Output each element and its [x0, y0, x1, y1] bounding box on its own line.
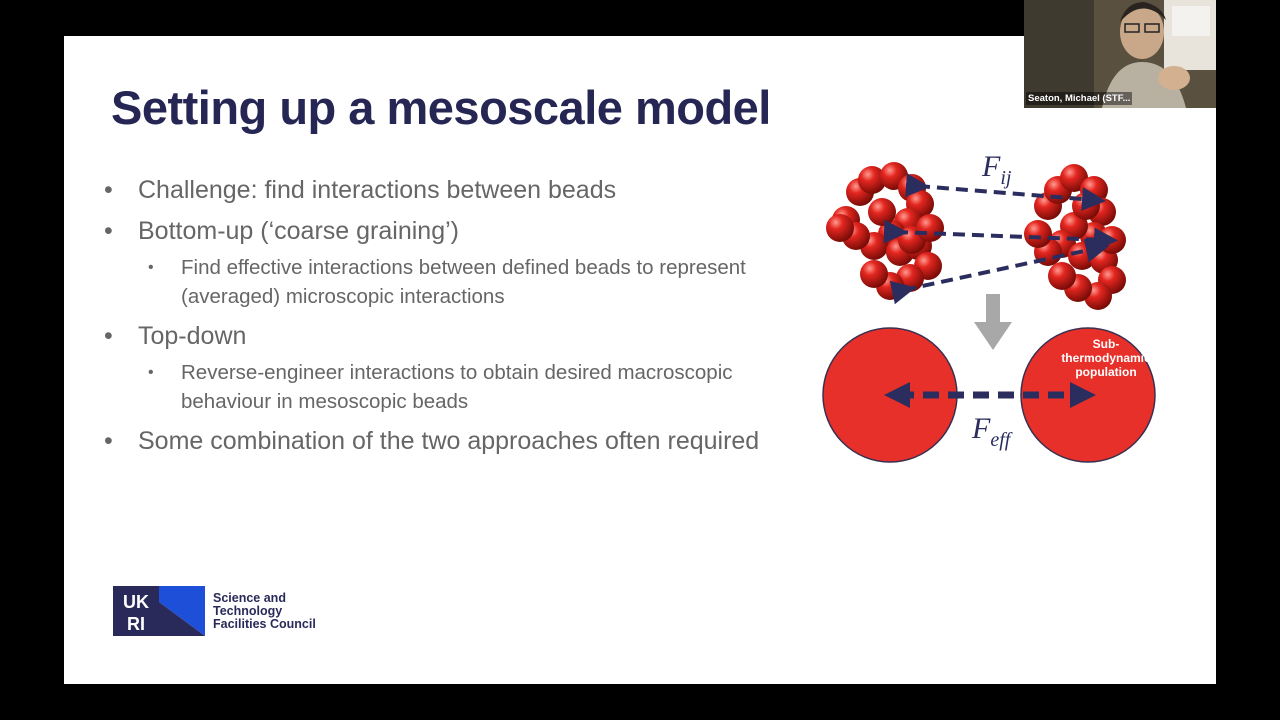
- atom-icon: [916, 214, 944, 242]
- atom-icon: [1098, 226, 1126, 254]
- bullet-icon: •: [104, 322, 113, 350]
- arrowhead-left-icon: [884, 382, 910, 408]
- atom-icon: [1024, 220, 1052, 248]
- force-ij-label: Fij: [981, 150, 1012, 189]
- svg-text:population: population: [1075, 365, 1136, 379]
- atom-icon: [860, 260, 888, 288]
- svg-text:thermodynamic: thermodynamic: [1061, 351, 1151, 365]
- interaction-arrows: [883, 173, 1118, 305]
- bullet-item: •Some combination of the two approaches …: [104, 424, 784, 459]
- atom-icon: [826, 214, 854, 242]
- bullet-icon: •: [104, 217, 113, 245]
- atom-icon: [1072, 192, 1100, 220]
- bullet-list: •Challenge: find interactions between be…: [104, 173, 784, 465]
- bullet-item: •Top-down: [104, 319, 784, 354]
- arrowhead-right-icon: [1070, 382, 1096, 408]
- presentation-slide: Setting up a mesoscale model •Challenge:…: [64, 36, 1216, 684]
- sub-bullet-item: •Find effective interactions between def…: [104, 253, 784, 311]
- logo-text: Science and Technology Facilities Counci…: [213, 591, 316, 631]
- participant-name-label: Seaton, Michael (STF...: [1026, 92, 1133, 105]
- atom-icon: [1048, 262, 1076, 290]
- down-arrow-icon: [974, 294, 1012, 350]
- svg-text:UK: UK: [123, 592, 149, 612]
- bullet-item: •Challenge: find interactions between be…: [104, 173, 784, 208]
- slide-title: Setting up a mesoscale model: [111, 81, 771, 134]
- bullet-icon: •: [104, 427, 113, 455]
- ukri-logo-icon: UK RI: [113, 586, 205, 636]
- sub-bullet-item: •Reverse-engineer interactions to obtain…: [104, 358, 784, 416]
- svg-text:RI: RI: [127, 614, 145, 634]
- participant-video-tile[interactable]: Seaton, Michael (STF...: [1024, 0, 1216, 108]
- bullet-icon: •: [104, 176, 113, 204]
- atom-icon: [858, 166, 886, 194]
- atom-icon: [868, 198, 896, 226]
- force-eff-label: Feff: [971, 412, 1013, 451]
- svg-text:Sub-: Sub-: [1093, 337, 1120, 351]
- bead-annotation: Sub- thermodynamic population: [1061, 337, 1151, 379]
- bullet-icon: •: [148, 259, 154, 276]
- coarse-graining-figure: Fij Feff Sub- thermodynamic population: [822, 150, 1156, 463]
- bullet-icon: •: [148, 364, 154, 381]
- bullet-item: •Bottom-up (‘coarse graining’): [104, 214, 784, 249]
- participant-video-feed: [1024, 0, 1216, 108]
